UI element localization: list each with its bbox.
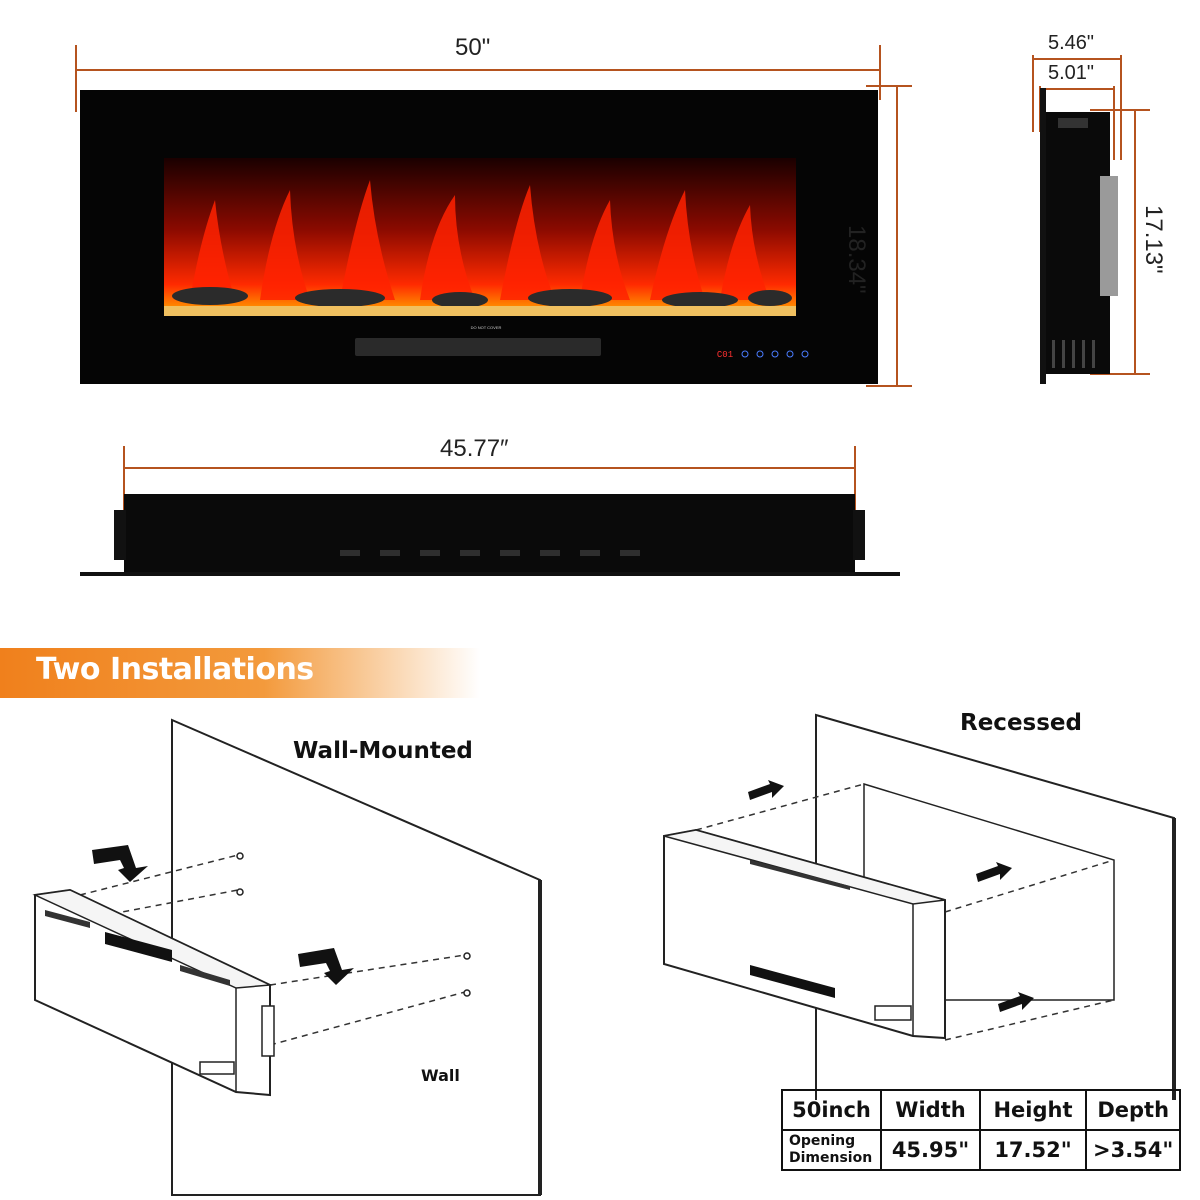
- table-cell-height: 17.52": [979, 1129, 1087, 1171]
- table-header-depth: Depth: [1084, 1089, 1182, 1131]
- insert-arrow-icon: [998, 992, 1034, 1012]
- opening-dimension-table: 50inch Width Height Depth Opening Dimens…: [781, 1089, 1182, 1171]
- insert-arrow-icon: [748, 780, 784, 800]
- table-cell-depth: >3.54": [1084, 1129, 1182, 1171]
- do-not-cover-label: DO NOT COVER: [471, 325, 502, 330]
- mount-arrow-icon: [298, 948, 354, 985]
- table-header-height: Height: [979, 1089, 1087, 1131]
- front-view: DO NOT COVER C01: [75, 45, 912, 387]
- recessed-label: Recessed: [960, 710, 1082, 736]
- table-row: Opening Dimension 45.95" 17.52" >3.54": [781, 1129, 1182, 1171]
- control-button[interactable]: [756, 350, 764, 358]
- section-banner-title: Two Installations: [36, 652, 314, 687]
- side-height-dimension: 17.13": [1140, 205, 1167, 274]
- table-size-cell: 50inch: [781, 1089, 882, 1131]
- recessed-diagram: [663, 713, 1176, 1100]
- top-view: [80, 446, 900, 576]
- flames: [190, 180, 770, 300]
- mount-arrow-icon: [92, 845, 148, 882]
- insert-arrow-icon: [976, 862, 1012, 882]
- depth-outer-dimension: 5.46": [1048, 32, 1095, 54]
- control-button[interactable]: [786, 350, 794, 358]
- control-button[interactable]: [801, 350, 809, 358]
- table-cell-width: 45.95": [880, 1129, 981, 1171]
- control-button[interactable]: [741, 350, 749, 358]
- top-width-dimension: 45.77″: [440, 435, 509, 462]
- wall-mounted-diagram: [32, 718, 542, 1196]
- display-readout: C01: [717, 350, 733, 360]
- table-row: 50inch Width Height Depth: [781, 1089, 1182, 1131]
- width-dimension: 50": [455, 34, 491, 61]
- depth-inner-dimension: 5.01": [1048, 62, 1095, 84]
- side-view: [1032, 55, 1150, 384]
- control-button[interactable]: [771, 350, 779, 358]
- wall-mounted-label: Wall-Mounted: [293, 738, 473, 764]
- table-row-label: Opening Dimension: [781, 1129, 882, 1171]
- height-dimension: 18.34": [843, 225, 870, 294]
- table-header-width: Width: [880, 1089, 981, 1131]
- wall-label: Wall: [421, 1066, 460, 1085]
- section-banner: [0, 648, 480, 698]
